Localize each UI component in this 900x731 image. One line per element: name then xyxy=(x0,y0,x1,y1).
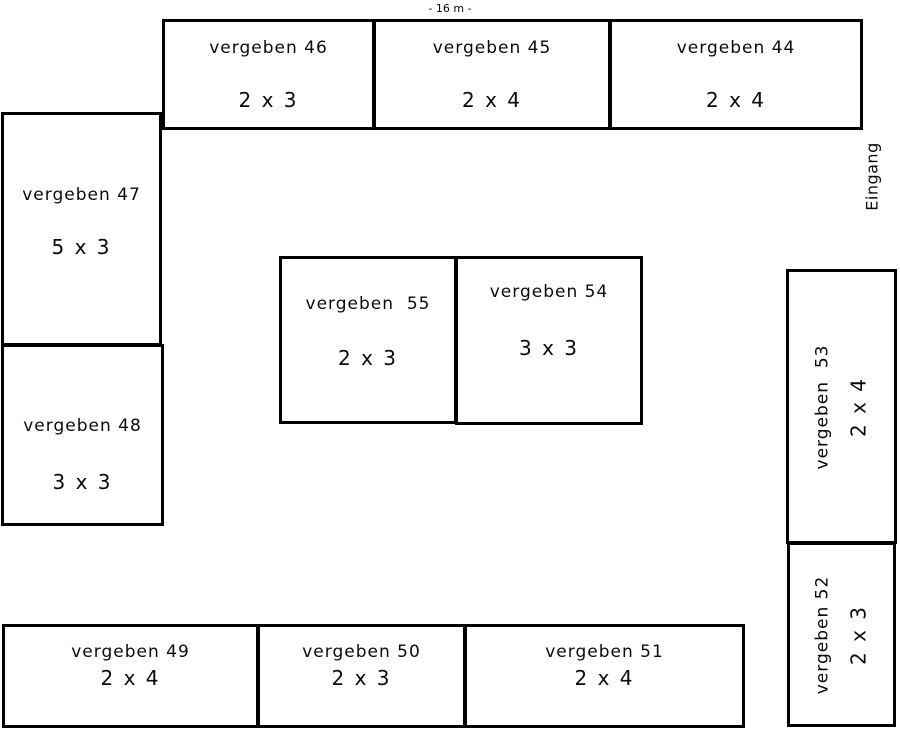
booth-46: vergeben 46 2 x 3 xyxy=(162,19,375,130)
booth-47-size: 5 x 3 xyxy=(51,235,112,259)
booth-55-size: 2 x 3 xyxy=(338,346,398,370)
entrance-label: Eingang xyxy=(856,136,888,216)
booth-53-size: 2 x 4 xyxy=(846,376,871,437)
booth-48-size: 3 x 3 xyxy=(52,470,113,494)
booth-52-size: 2 x 3 xyxy=(846,604,871,665)
booth-52: vergeben 52 2 x 3 xyxy=(787,542,896,727)
booth-51-label: vergeben 51 xyxy=(545,642,664,662)
booth-49: vergeben 49 2 x 4 xyxy=(2,624,259,728)
booth-54-label: vergeben 54 xyxy=(489,281,609,302)
booth-46-size: 2 x 3 xyxy=(238,87,299,112)
booth-51-size: 2 x 4 xyxy=(574,666,635,690)
booth-55: vergeben 55 2 x 3 xyxy=(279,256,457,424)
booth-45-label: vergeben 45 xyxy=(432,37,552,58)
booth-44-label: vergeben 44 xyxy=(676,37,796,58)
booth-54: vergeben 54 3 x 3 xyxy=(455,256,643,425)
booth-54-size: 3 x 3 xyxy=(519,335,579,360)
booth-48: vergeben 48 3 x 3 xyxy=(1,344,164,526)
booth-53-text-block: vergeben 53 2 x 4 xyxy=(813,344,871,469)
top-width-dimension-label: - 16 m - xyxy=(425,0,475,16)
booth-50-label: vergeben 50 xyxy=(302,642,421,662)
booth-51: vergeben 51 2 x 4 xyxy=(464,624,745,728)
booth-49-label: vergeben 49 xyxy=(71,642,190,662)
booth-49-size: 2 x 4 xyxy=(100,666,161,690)
top-width-dimension-text: - 16 m - xyxy=(428,1,472,15)
booth-53-label: vergeben 53 xyxy=(812,344,833,469)
booth-50-size: 2 x 3 xyxy=(331,666,392,690)
booth-53: vergeben 53 2 x 4 xyxy=(786,269,897,544)
entrance-text: Eingang xyxy=(862,141,882,211)
booth-45-size: 2 x 4 xyxy=(462,87,522,112)
booth-52-text-block: vergeben 52 2 x 3 xyxy=(813,575,871,694)
booth-45: vergeben 45 2 x 4 xyxy=(373,19,611,130)
booth-46-label: vergeben 46 xyxy=(209,37,328,58)
booth-44-size: 2 x 4 xyxy=(706,87,766,112)
booth-52-label: vergeben 52 xyxy=(812,575,833,694)
booth-55-label: vergeben 55 xyxy=(305,294,431,314)
booth-47-label: vergeben 47 xyxy=(22,185,141,205)
booth-44: vergeben 44 2 x 4 xyxy=(609,19,863,130)
booth-48-label: vergeben 48 xyxy=(23,416,142,436)
booth-47: vergeben 47 5 x 3 xyxy=(1,112,162,346)
booth-50: vergeben 50 2 x 3 xyxy=(257,624,466,728)
